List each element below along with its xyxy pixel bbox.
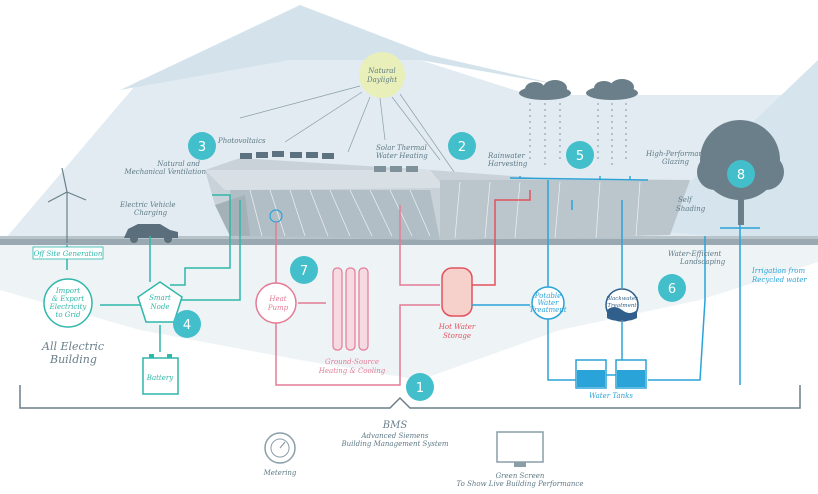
metering-needle [279, 441, 286, 449]
rainwater-gutters [509, 176, 649, 181]
svg-text:8: 8 [737, 168, 745, 183]
all-electric-label-2: Building [49, 353, 97, 366]
water-lines [472, 180, 760, 385]
battery-terminal-left [149, 354, 154, 358]
svg-text:6: 6 [668, 282, 676, 297]
heat-pump-node [255, 282, 297, 324]
solar-thermal-label-2: Water Heating [376, 152, 428, 160]
badge-4: 4 [173, 310, 201, 338]
badge-1: 1 [406, 373, 434, 401]
blackwater-wave-icon [607, 307, 637, 321]
photovoltaic-panels-icon [240, 151, 334, 159]
bms-subtitle-1: Advanced Siemens [361, 432, 429, 440]
ground-source-label-2: Heating & Cooling [318, 367, 386, 375]
smart-node-label-1: Smart [149, 294, 171, 302]
natural-daylight-label-1: Natural [367, 67, 395, 75]
grid-exchange-node [43, 278, 93, 328]
water-tanks-icon [575, 359, 647, 389]
heat-pump-label-1: Heat [268, 295, 286, 303]
svg-text:1: 1 [416, 381, 424, 396]
self-shading-label-1: Self [678, 196, 693, 204]
off-site-generation-box [32, 246, 104, 260]
svg-text:3: 3 [198, 140, 206, 155]
metering-label: Metering [263, 469, 297, 477]
irrigation-label-2: Recycled water [751, 276, 807, 284]
natural-daylight-label-2: Daylight [366, 76, 397, 84]
battery-terminal-right [167, 354, 172, 358]
all-electric-label-1: All Electric [41, 340, 104, 353]
potable-label-2: Water [537, 299, 559, 307]
glazing-label-1: High-Performance [645, 150, 711, 158]
blackwater-label-2: Treatment [607, 303, 637, 309]
svg-text:2: 2 [458, 140, 466, 155]
potable-label-3: Treatment [529, 306, 566, 314]
import-label-3: Electricity [49, 303, 88, 311]
heat-pump-label-2: Pump [267, 304, 289, 312]
green-screen-icon [496, 431, 544, 463]
badge-5: 5 [566, 141, 594, 169]
green-screen-label-1: Green Screen [496, 472, 545, 480]
landscaping-label-2: Landscaping [679, 258, 726, 266]
irrigation-label-1: Irrigation from [751, 267, 806, 275]
green-screen-label-2: To Show Live Building Performance [457, 480, 584, 488]
svg-text:5: 5 [576, 149, 584, 164]
ev-charging-label-1: Electric Vehicle [119, 201, 176, 209]
svg-text:7: 7 [300, 264, 308, 279]
ground-strip [0, 236, 818, 245]
ground-source-probes-icon [332, 267, 369, 351]
rainwater-label-1: Rainwater [487, 152, 525, 160]
ground-source-lines [275, 205, 440, 386]
landscaping-label-1: Water-Efficient [668, 250, 722, 258]
import-label-1: Import [55, 287, 80, 295]
battery-icon [142, 357, 179, 395]
hot-water-label-2: Storage [443, 332, 471, 340]
wind-turbine-icon [47, 167, 87, 243]
hot-water-label-1: Hot Water [438, 323, 476, 331]
hot-water-lines [472, 190, 531, 286]
badge-7: 7 [290, 256, 318, 284]
electric-car-icon [124, 224, 178, 243]
solar-thermal-panels-icon [374, 166, 418, 172]
solar-thermal-label-1: Solar Thermal [376, 144, 427, 152]
rain-cloud-icon [519, 79, 638, 100]
smart-node-label-2: Node [150, 303, 170, 311]
metering-inner-icon [270, 438, 290, 458]
water-tanks-label: Water Tanks [589, 392, 633, 400]
natural-ventilation-label-1: Natural and [156, 160, 200, 168]
import-label-4: to Grid [56, 311, 81, 319]
ground-source-label-1: Ground-Source [325, 358, 379, 366]
ground-wedge [0, 245, 818, 380]
rain-drops [529, 103, 627, 168]
rainwater-label-2: Harvesting [487, 160, 528, 168]
bms-subtitle-2: Building Management System [341, 440, 449, 448]
self-shading-label-2: Shading [676, 205, 706, 213]
potable-water-treatment-node [531, 286, 565, 320]
sun-icon [359, 52, 405, 98]
potable-label-1: Potable [534, 292, 562, 300]
green-screen-stand [514, 462, 526, 467]
blackwater-label-1: Blackwater [605, 296, 638, 302]
smart-node [137, 281, 183, 323]
sky-plane-top [120, 5, 560, 90]
hot-water-storage-icon [441, 267, 473, 317]
ev-charging-label-2: Charging [134, 209, 168, 217]
badge-6: 6 [658, 274, 686, 302]
natural-ventilation-label-2: Mechanical Ventilation [123, 168, 206, 176]
battery-label: Battery [146, 374, 174, 382]
tree-icon [697, 120, 784, 225]
photovoltaics-label: Photovoltaics [217, 137, 266, 145]
svg-text:4: 4 [183, 318, 191, 333]
badge-3: 3 [188, 132, 216, 160]
badge-2: 2 [448, 132, 476, 160]
badge-8: 8 [727, 160, 755, 188]
bms-brace [19, 385, 801, 409]
glazing-label-2: Glazing [662, 158, 689, 166]
bms-title: BMS [382, 420, 408, 431]
off-site-generation-label: Off Site Generation [34, 250, 103, 258]
import-label-2: & Export [52, 295, 85, 303]
